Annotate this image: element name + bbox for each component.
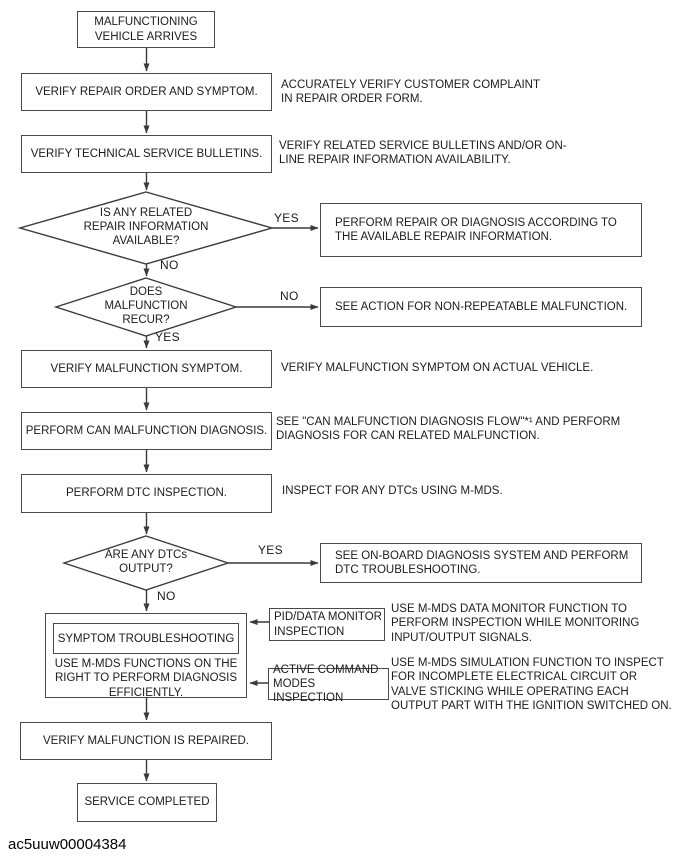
node-verify-symptom: VERIFY MALFUNCTION SYMPTOM. xyxy=(21,350,272,388)
symptom-troubleshooting-title: SYMPTOM TROUBLESHOOTING xyxy=(53,623,239,654)
node-pid-monitor: PID/DATA MONITOR INSPECTION xyxy=(269,608,385,641)
branch-yes-repair-info: YES xyxy=(274,211,299,225)
branch-no-dtcs: NO xyxy=(157,589,176,603)
node-dtc-inspection: PERFORM DTC INSPECTION. xyxy=(21,474,272,513)
node-verify-tsb: VERIFY TECHNICAL SERVICE BULLETINS. xyxy=(21,135,272,173)
decision-repair-info-label: IS ANY RELATED REPAIR INFORMATION AVAILA… xyxy=(83,207,209,247)
branch-yes-dtcs: YES xyxy=(258,543,283,557)
note-repair-order: ACCURATELY VERIFY CUSTOMER COMPLAINT IN … xyxy=(281,79,541,106)
decision-diamond-recur xyxy=(53,277,239,337)
node-perform-repair: PERFORM REPAIR OR DIAGNOSIS ACCORDING TO… xyxy=(320,203,642,257)
node-verify-repaired: VERIFY MALFUNCTION IS REPAIRED. xyxy=(20,722,272,760)
node-start: MALFUNCTIONING VEHICLE ARRIVES xyxy=(77,11,215,48)
decision-dtcs-label: ARE ANY DTCs OUTPUT? xyxy=(104,549,188,575)
note-can: SEE "CAN MALFUNCTION DIAGNOSIS FLOW"*¹ A… xyxy=(276,416,621,443)
note-tsb: VERIFY RELATED SERVICE BULLETINS AND/OR … xyxy=(279,140,567,167)
decision-diamond-dtcs xyxy=(61,535,231,591)
note-active: USE M-MDS SIMULATION FUNCTION TO INSPECT… xyxy=(391,657,672,712)
note-symptom: VERIFY MALFUNCTION SYMPTOM ON ACTUAL VEH… xyxy=(281,362,594,374)
branch-yes-recur: YES xyxy=(155,330,180,344)
symptom-troubleshooting-body: USE M-MDS FUNCTIONS ON THE RIGHT TO PERF… xyxy=(54,658,238,699)
node-obd-troubleshooting: SEE ON-BOARD DIAGNOSIS SYSTEM AND PERFOR… xyxy=(320,543,642,583)
decision-recur-label: DOES MALFUNCTION RECUR? xyxy=(104,286,188,326)
node-active-command: ACTIVE COMMAND MODES INSPECTION xyxy=(268,664,389,704)
node-service-completed: SERVICE COMPLETED xyxy=(77,783,217,822)
branch-no-recur: NO xyxy=(280,289,299,303)
node-verify-repair-order: VERIFY REPAIR ORDER AND SYMPTOM. xyxy=(21,73,272,111)
note-dtc: INSPECT FOR ANY DTCs USING M-MDS. xyxy=(282,485,503,497)
note-pid: USE M-MDS DATA MONITOR FUNCTION TO PERFO… xyxy=(391,603,640,644)
node-non-repeatable: SEE ACTION FOR NON-REPEATABLE MALFUNCTIO… xyxy=(320,287,642,327)
figure-id: ac5uuw00004384 xyxy=(8,836,127,853)
branch-no-repair-info: NO xyxy=(160,258,179,272)
decision-diamond-repair-info xyxy=(17,191,275,265)
node-can-diagnosis: PERFORM CAN MALFUNCTION DIAGNOSIS. xyxy=(21,412,272,450)
